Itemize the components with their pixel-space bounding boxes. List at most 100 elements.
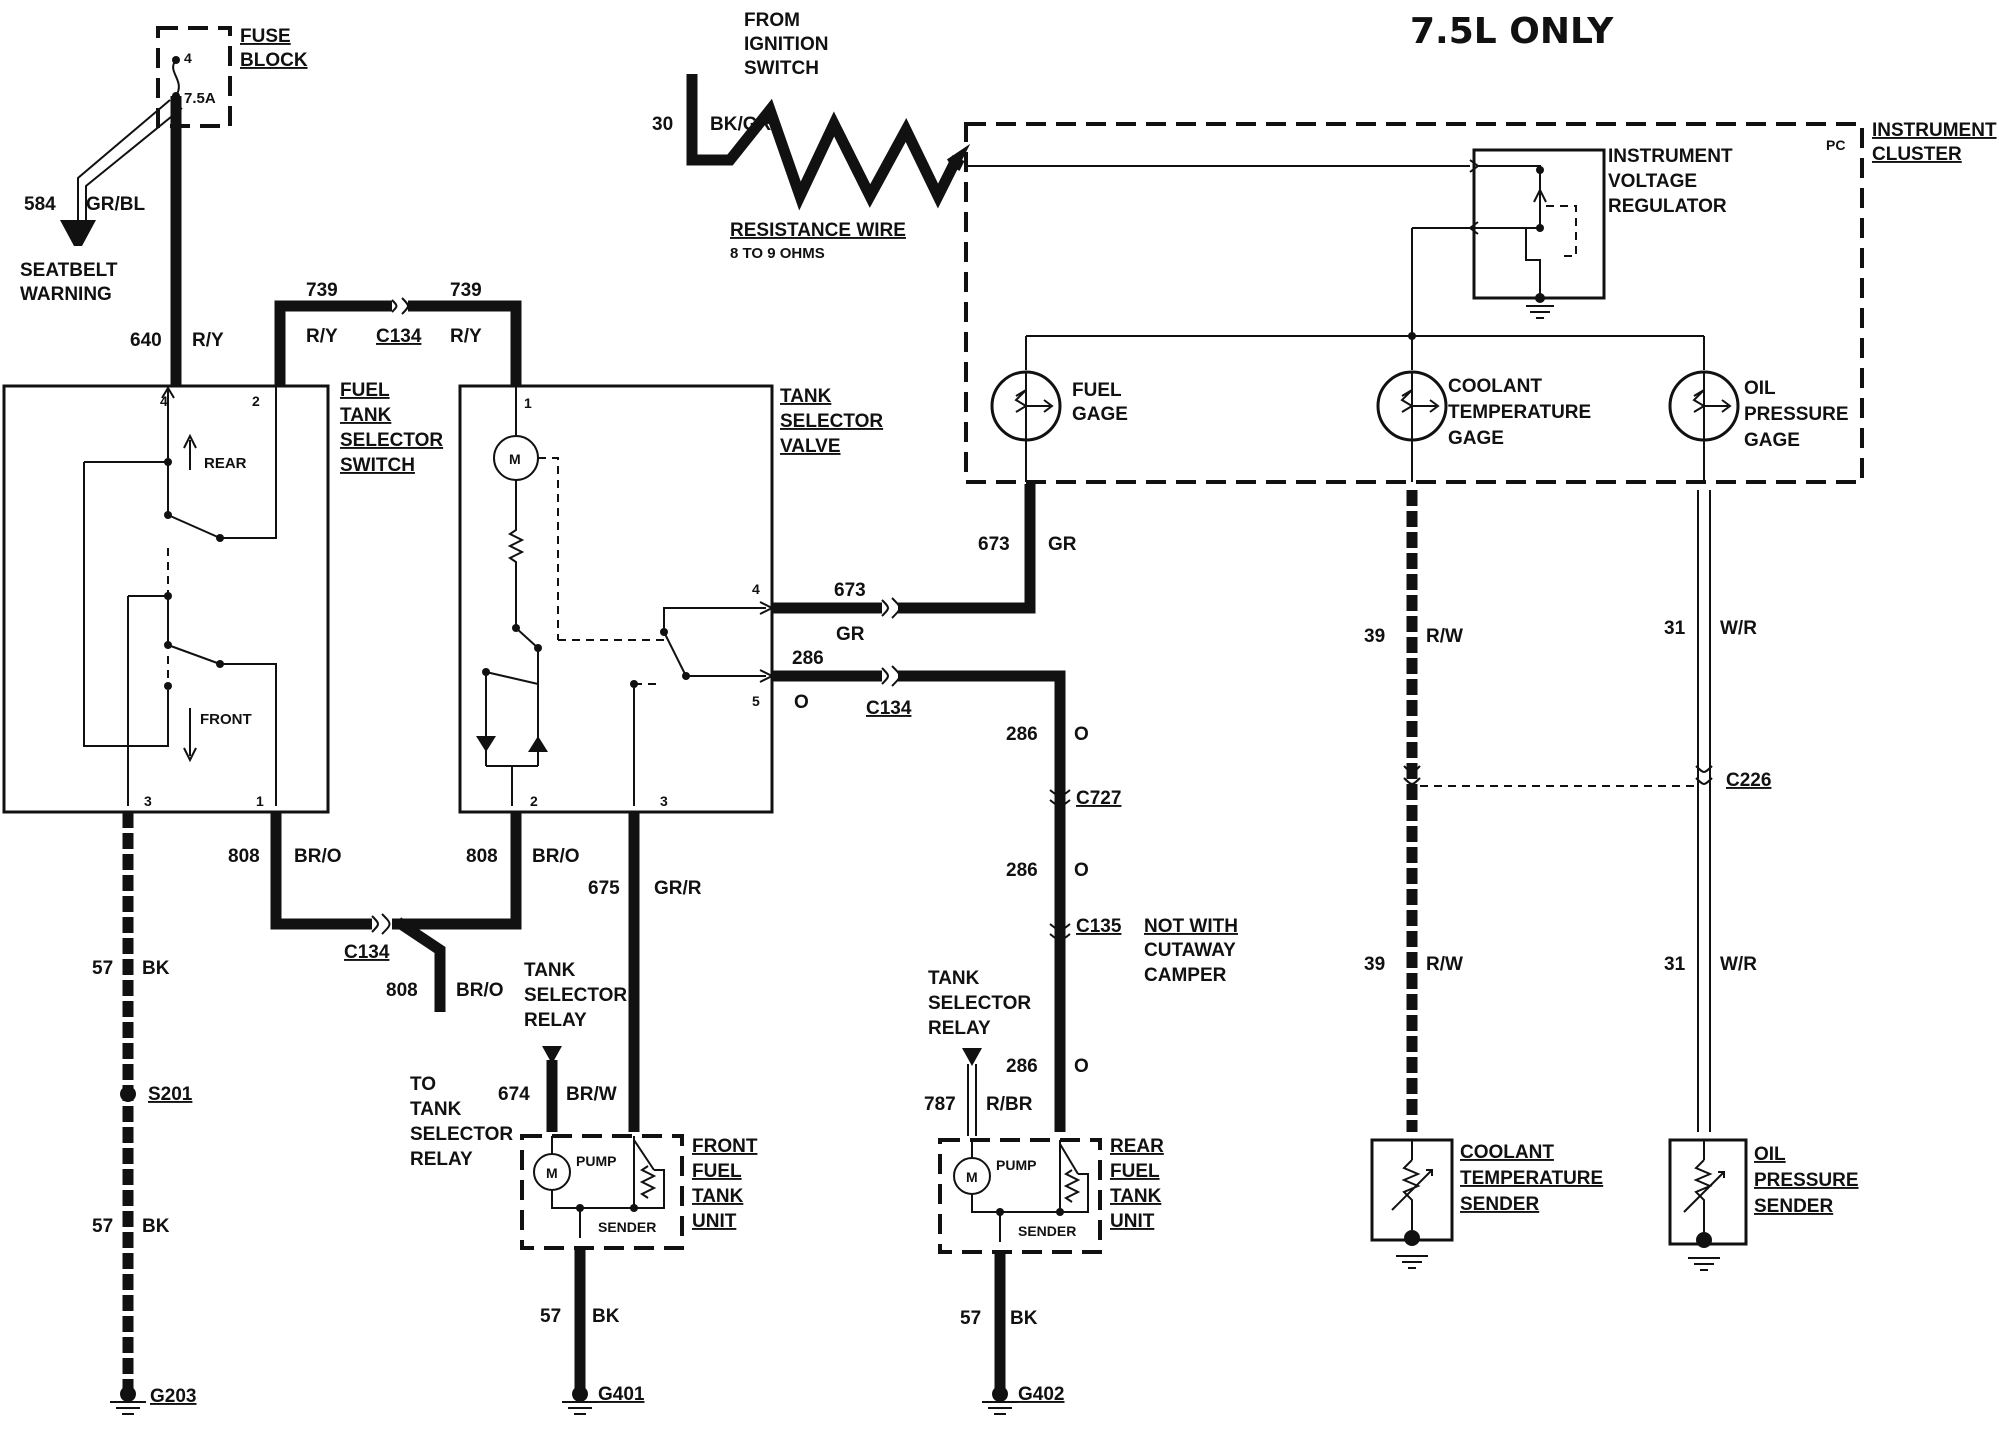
wire-808-branch-circuit: 808 [386,980,418,1001]
wire-286 [898,670,1066,1132]
seatbelt-warning-label-1: SEATBELT [20,260,118,281]
cluster-label-1: INSTRUMENT [1872,120,1997,141]
front-unit-internals [533,1136,665,1238]
cluster-internals [966,148,1705,370]
relay-to-label-1: TO [410,1074,436,1095]
wire-286-mid-circuit: 286 [792,648,824,669]
seatbelt-circuit-label: 584 [24,194,56,215]
wire-808-right-circuit: 808 [466,846,498,867]
fuel-gage-label-2: GAGE [1072,404,1128,425]
wire-57-top-color: BK [142,958,170,979]
seatbelt-warning-branch [60,99,183,246]
fuse-block-label-1: FUSE [240,26,291,47]
wire-57-bottom-color: BK [142,1216,170,1237]
wire-739-right [408,300,522,385]
wire-739-right-circuit: 739 [450,280,482,301]
wire-57-top-circuit: 57 [92,958,113,979]
splice-s201-label: S201 [148,1084,193,1105]
ground-g203-label: G203 [150,1386,196,1407]
ground-g401-label: G401 [598,1384,645,1405]
ignition-label-3: SWITCH [744,58,819,79]
wire-640-circuit: 640 [130,330,162,351]
wire-808-left [270,812,372,930]
selector-switch-front-label: FRONT [200,711,252,728]
relay-left-label-1: TANK [524,960,576,981]
selector-switch-pin-2: 2 [252,393,260,409]
selector-valve-pin-1: 1 [524,395,532,411]
relay-to-label-3: SELECTOR [410,1124,513,1145]
wire-39-bottom-color: R/W [1426,954,1463,975]
wire-674-circuit: 674 [498,1084,530,1105]
wire-808-right [392,812,522,930]
oil-gage-label-3: GAGE [1744,430,1800,451]
wire-808-branch-color: BR/O [456,980,504,1001]
selector-switch-label-2: TANK [340,405,392,426]
wire-739-left-color: R/Y [306,326,338,347]
ground-g401-icon [562,1401,598,1415]
rear-sender-label: SENDER [1018,1223,1076,1239]
coolant-sender-label-2: TEMPERATURE [1460,1168,1603,1189]
wire-739-left [274,300,392,385]
relay-left-label-2: SELECTOR [524,985,627,1006]
coolant-sender-label-3: SENDER [1460,1194,1539,1215]
ground-g402-label: G402 [1018,1384,1064,1405]
selector-switch-label-1: FUEL [340,380,390,401]
rear-fuel-tank-unit [938,1138,1102,1254]
wire-808-left-color: BR/O [294,846,342,867]
wire-787-circuit: 787 [924,1094,956,1115]
rear-unit-label-1: REAR [1110,1136,1164,1157]
front-sender-label: SENDER [598,1219,656,1235]
oil-sender-label-1: OIL [1754,1144,1786,1165]
coolant-sender-label-1: COOLANT [1460,1142,1554,1163]
fuel-gage [990,370,1062,482]
connector-c134-286 [881,665,901,687]
wire-39-top-circuit: 39 [1364,626,1385,647]
wire-30-color: BK/GR [710,114,772,135]
wire-31-top-circuit: 31 [1664,618,1686,639]
front-pump-motor-label: M [546,1165,558,1181]
rear-pump-motor-label: M [966,1169,978,1185]
diagram-title: 7.5L ONLY [1410,11,1614,52]
oil-pressure-gage [1668,370,1740,482]
connector-c226-left [1403,765,1421,785]
fuse-rating-label: 7.5A [184,90,216,107]
front-unit-label-2: FUEL [692,1161,742,1182]
regulator-label-1: INSTRUMENT [1608,146,1733,167]
selector-valve-label-3: VALVE [780,436,841,457]
wire-673-mid-color: GR [836,624,865,645]
wire-673-top-color: GR [1048,534,1077,555]
oil-gage-label-2: PRESSURE [1744,404,1849,425]
coolant-temperature-gage [1376,370,1448,482]
not-with-label-1: NOT WITH [1144,916,1238,937]
connector-c134-top-label: C134 [376,326,422,347]
wire-31-bottom-color: W/R [1720,954,1757,975]
ignition-label-2: IGNITION [744,34,828,55]
selector-valve-internals [476,386,775,806]
fuel-gage-label-1: FUEL [1072,380,1122,401]
regulator-label-2: VOLTAGE [1608,171,1697,192]
selector-switch-pin-4: 4 [160,393,168,409]
front-fuel-tank-unit [520,1134,684,1250]
relay-left-label-3: RELAY [524,1010,587,1031]
relay-right-label-3: RELAY [928,1018,991,1039]
fuse-pin-label: 4 [184,50,192,66]
wire-675-circuit: 675 [588,878,620,899]
rear-pump-label: PUMP [996,1157,1036,1173]
ground-g402-icon [982,1401,1018,1415]
wire-286-mid-color: O [794,692,809,713]
not-with-label-3: CAMPER [1144,965,1227,986]
ground-g203-icon [110,1401,146,1415]
wire-39-top-color: R/W [1426,626,1463,647]
wire-640-color: R/Y [192,330,224,351]
connector-c134-mid-label: C134 [866,698,912,719]
selector-switch-label-4: SWITCH [340,455,415,476]
wire-739-right-color: R/Y [450,326,482,347]
front-unit-label-4: UNIT [692,1211,737,1232]
wire-673 [898,484,1036,614]
wire-787 [967,1064,977,1136]
oil-sender-label-3: SENDER [1754,1196,1833,1217]
wire-673-mid-circuit: 673 [834,580,866,601]
front-unit-label-1: FRONT [692,1136,758,1157]
front-unit-label-3: TANK [692,1186,744,1207]
